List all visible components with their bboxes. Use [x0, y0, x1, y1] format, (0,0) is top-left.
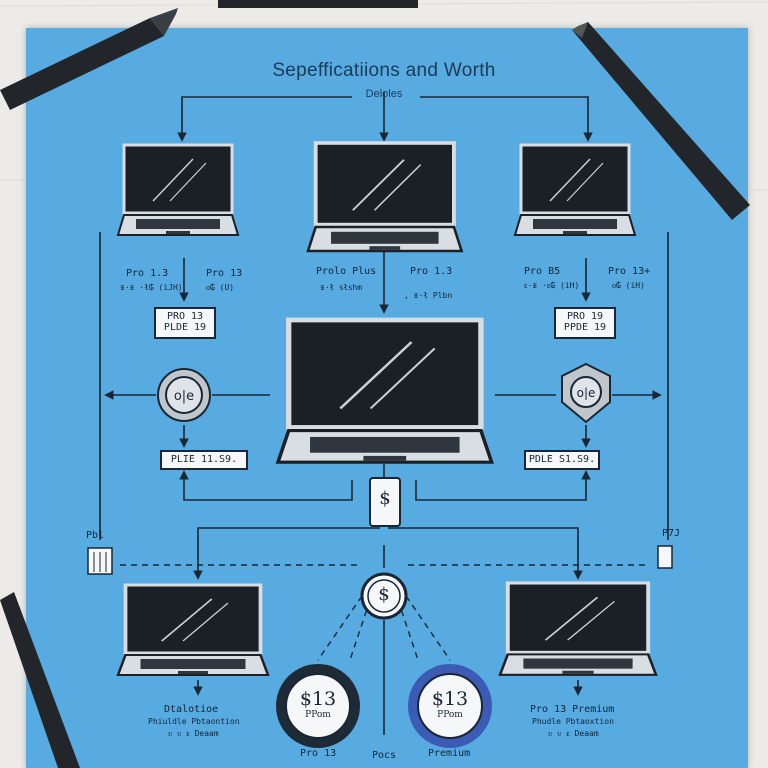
pen-top-right — [572, 22, 750, 220]
bottom-left-line2: Phiuldle Pbtaontion — [148, 717, 240, 726]
side-note-left: Pbl — [86, 530, 105, 541]
bottom-left-label: Dtalotioe — [164, 704, 219, 715]
laptop-center-label-a: Prolo Plus — [316, 266, 377, 277]
pen-bottom-left — [0, 592, 80, 768]
dollar-coin-icon — [360, 572, 408, 620]
seal-left-caption: Pro 13 — [300, 748, 337, 759]
seal-right-sub: PPom — [437, 710, 463, 720]
model-box-right: PRO 19 PPDE 19 — [554, 307, 616, 339]
connectors — [99, 92, 669, 735]
diagram-title: Sepefficatiions and Worth — [272, 60, 496, 81]
price-seal-right — [408, 664, 492, 748]
laptop-right-label-b: Pro 13+ — [608, 266, 651, 277]
laptop-center-label-b: Pro 1.3 — [410, 266, 453, 277]
diagram-subtitle: Deloles — [365, 88, 403, 100]
pen-top-center — [218, 0, 418, 8]
bottom-right-line3: ᴜ ᴜ ᴇ Deaam — [548, 729, 599, 738]
price-seal-left — [276, 664, 360, 748]
laptop-center-sub-a: ᵻ·ł 𝗌ł𝗌hm — [320, 283, 363, 292]
svg-text:o|e: o|e — [174, 389, 194, 404]
laptop-bottom-left — [116, 583, 270, 677]
dollar-card-symbol: $ — [379, 488, 391, 509]
laptop-bottom-right — [498, 581, 658, 677]
side-note-right: P7J — [662, 528, 681, 539]
middle-caption: Pocs — [372, 750, 397, 761]
price-box-left: PLIE 11.S9. — [160, 450, 248, 470]
bottom-left-line3: ᴜ ᴜ ᴇ Deaam — [168, 729, 219, 738]
laptop-right-label-a: Pro B5 — [524, 266, 561, 277]
laptop-top-center — [306, 141, 464, 253]
seal-left-price: $13 — [299, 688, 337, 710]
dashed-links — [120, 564, 650, 661]
document-icon — [657, 545, 673, 569]
laptop-top-left — [116, 143, 240, 237]
bottom-right-line2: Phudle Pbtaoxtion — [532, 717, 614, 726]
seal-left-sub: PPom — [305, 710, 331, 720]
laptop-right-sub-a: ᴇ·ᵻ ·ᴇ₲ (iH) — [524, 281, 580, 290]
laptop-left-sub-b: ᴏ₲ (U) — [206, 283, 235, 292]
price-box-right: PDLE S1.S9. — [524, 450, 600, 470]
seal-right-caption: Premium — [428, 748, 471, 759]
model-box-left: PRO 13 PLDE 19 — [154, 307, 216, 339]
laptop-center-sub-b: , ᵻ·ł Plbn — [404, 291, 453, 300]
svg-text:o|e: o|e — [577, 386, 596, 400]
gear-icon-left: o|e — [157, 368, 211, 422]
laptop-right-sub-b: ᴏ₲ (iH) — [612, 281, 645, 290]
pen-top-left — [0, 8, 178, 110]
laptop-center — [278, 320, 492, 462]
laptop-top-right — [513, 143, 637, 237]
laptop-left-label-b: Pro 13 — [206, 268, 243, 279]
trash-icon — [87, 547, 113, 575]
seal-right-price: $13 — [431, 688, 469, 710]
dollar-coin-symbol: $ — [378, 584, 390, 605]
bottom-right-label: Pro 13 Premium — [530, 704, 615, 715]
shield-icon-right: o|e — [561, 362, 611, 424]
laptop-left-label-a: Pro 1.3 — [126, 268, 169, 279]
laptop-left-sub-a: ᵻ·ᵻ ·ł₲ (iJH) — [120, 283, 183, 292]
price-card-icon — [369, 477, 401, 527]
